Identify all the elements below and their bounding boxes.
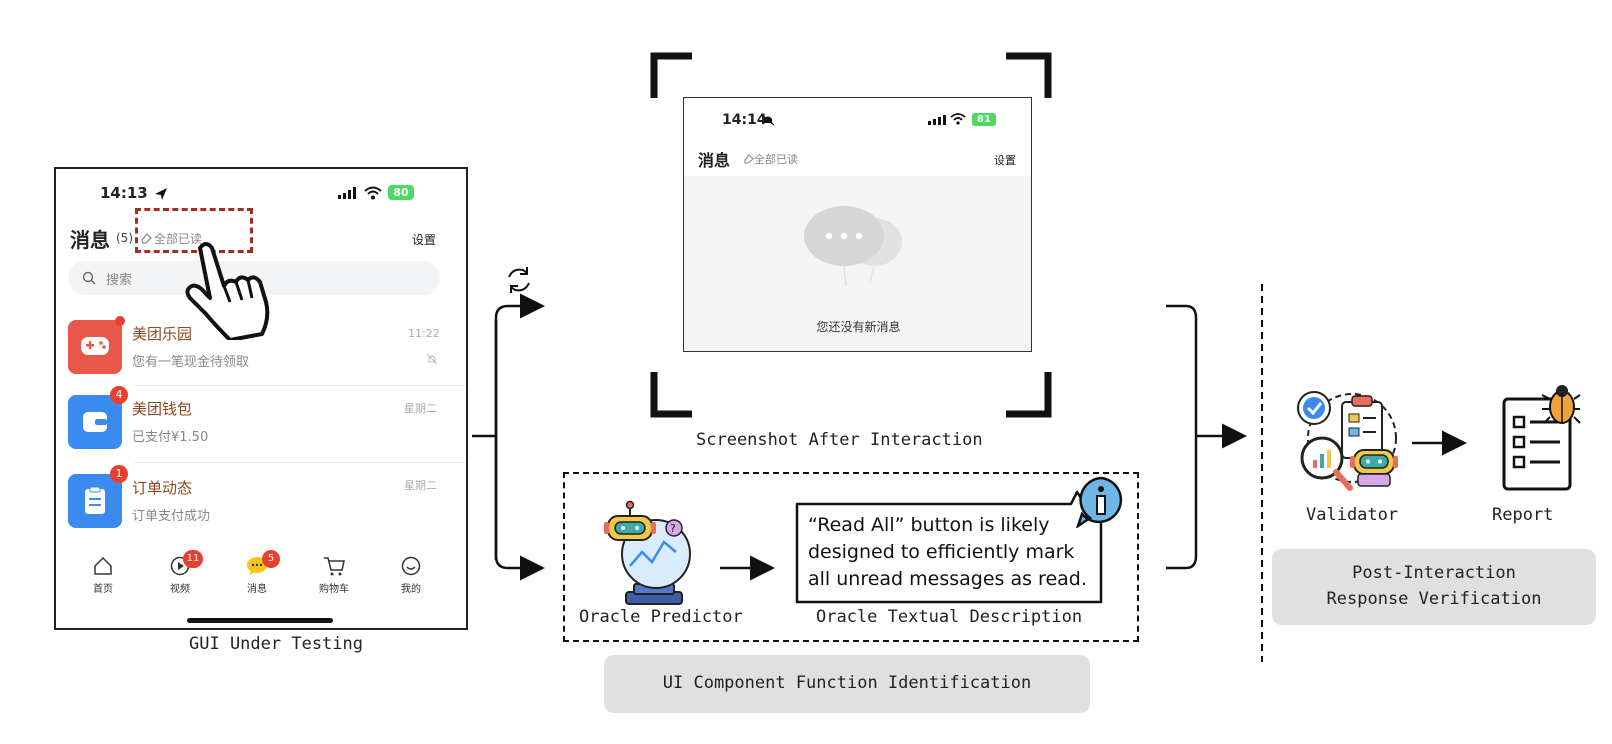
unread-count-badge: 1 — [110, 465, 128, 483]
report-label: Report — [1492, 505, 1554, 525]
oracle-dashed-panel — [563, 472, 1139, 642]
verification-label-line2: Response Verification — [1326, 589, 1542, 609]
eraser-icon — [744, 154, 754, 164]
refresh-icon — [508, 267, 530, 293]
after-interaction-caption: Screenshot After Interaction — [696, 430, 983, 450]
message-subtitle: 您有一笔现金待领取 — [132, 355, 250, 370]
mark-all-read-button[interactable]: 全部已读 — [154, 232, 203, 246]
message-subtitle: 已支付¥1.50 — [132, 430, 209, 445]
search-icon — [82, 271, 96, 285]
message-count: (5) — [116, 231, 133, 245]
home-icon — [94, 556, 112, 575]
divider — [134, 385, 466, 386]
settings-button[interactable]: 设置 — [412, 233, 437, 247]
message-title: 美团乐园 — [132, 325, 193, 343]
wifi-icon — [950, 113, 966, 125]
message-title: 订单动态 — [132, 479, 193, 497]
tab-badge: 11 — [183, 550, 203, 568]
search-placeholder: 搜索 — [106, 273, 133, 288]
oracle-description-text: “Read All” button is likely designed to … — [808, 514, 1087, 590]
empty-chat-bubbles-icon — [804, 206, 902, 287]
function-identification-panel — [604, 655, 1090, 713]
validator-icon — [1297, 391, 1398, 491]
empty-state-area: 您还没有新消息 — [684, 176, 1031, 351]
location-arrow-icon — [155, 188, 167, 200]
home-indicator — [187, 618, 333, 623]
svg-text:?: ? — [670, 522, 676, 535]
signal-icon — [928, 115, 946, 125]
list-item[interactable]: 4 美团钱包 已支付¥1.50 星期二 — [56, 386, 466, 462]
tab-label: 首页 — [93, 584, 113, 595]
battery-icon: 81 — [972, 113, 996, 126]
tab-badge: 5 — [262, 550, 280, 568]
gui-under-testing-screenshot: 14:13 80 消息 (5) 全部已读 设置 搜索 — [54, 167, 468, 630]
info-icon — [1076, 476, 1123, 528]
message-subtitle: 订单支付成功 — [132, 509, 211, 524]
page-title: 消息 — [698, 151, 731, 170]
message-title: 美团钱包 — [132, 400, 193, 418]
mark-all-read-label: 全部已读 — [754, 153, 798, 166]
oracle-predictor-label: Oracle Predictor — [579, 607, 743, 627]
message-time: 11:22 — [408, 327, 440, 340]
list-item[interactable]: 1 订单动态 订单支付成功 星期二 — [56, 463, 466, 539]
tab-cart[interactable]: 购物车 — [309, 554, 359, 602]
after-interaction-screenshot: 14:14 81 消息 全部已读 设置 您还没有新消息 — [683, 97, 1032, 352]
smiley-icon — [401, 556, 421, 576]
divider — [134, 462, 466, 463]
unread-count-badge: 4 — [110, 386, 128, 404]
muted-bell-icon — [426, 353, 438, 365]
function-identification-label: UI Component Function Identification — [662, 673, 1032, 693]
settings-button[interactable]: 设置 — [994, 154, 1016, 167]
tab-messages[interactable]: 5 消息 — [232, 550, 282, 602]
message-time: 星期二 — [404, 479, 437, 492]
tab-video[interactable]: 11 视频 — [155, 550, 205, 602]
muted-bell-icon — [762, 114, 774, 126]
status-time: 14:13 — [100, 184, 148, 202]
validator-label: Validator — [1306, 505, 1399, 525]
oracle-description-label: Oracle Textual Description — [816, 607, 1083, 627]
status-time: 14:14 — [722, 112, 767, 128]
target-highlight-box — [135, 208, 253, 253]
tab-label: 购物车 — [319, 584, 349, 595]
list-item[interactable]: 美团乐园 您有一笔现金待领取 11:22 — [56, 309, 466, 385]
page-title: 消息 — [70, 228, 110, 252]
battery-icon: 80 — [388, 185, 414, 200]
tab-home[interactable]: 首页 — [78, 554, 128, 602]
tab-label: 我的 — [401, 584, 421, 595]
wallet-icon — [83, 412, 107, 432]
eraser-icon — [141, 233, 152, 244]
oracle-predictor-robot-icon: ? — [604, 500, 691, 605]
game-app-avatar — [68, 320, 122, 374]
unread-dot — [115, 316, 125, 326]
order-app-avatar — [68, 474, 122, 528]
bug-report-icon — [1502, 385, 1581, 491]
message-time: 星期二 — [404, 402, 437, 415]
tab-profile[interactable]: 我的 — [386, 554, 436, 602]
shopping-cart-icon — [324, 557, 345, 576]
wallet-app-avatar — [68, 395, 122, 449]
tab-label: 消息 — [247, 584, 267, 595]
tap-hand-icon — [185, 242, 270, 340]
verification-panel — [1272, 549, 1596, 625]
gamepad-icon — [81, 337, 109, 355]
clipboard-icon — [85, 486, 105, 514]
empty-message-text: 您还没有新消息 — [816, 320, 901, 334]
battery-level: 80 — [393, 186, 409, 199]
signal-icon — [338, 187, 356, 199]
verification-label-line1: Post-Interaction — [1352, 563, 1516, 583]
gui-under-testing-caption: GUI Under Testing — [189, 634, 363, 654]
battery-level: 81 — [977, 114, 991, 125]
tab-label: 视频 — [170, 584, 190, 595]
wifi-icon — [364, 186, 382, 200]
